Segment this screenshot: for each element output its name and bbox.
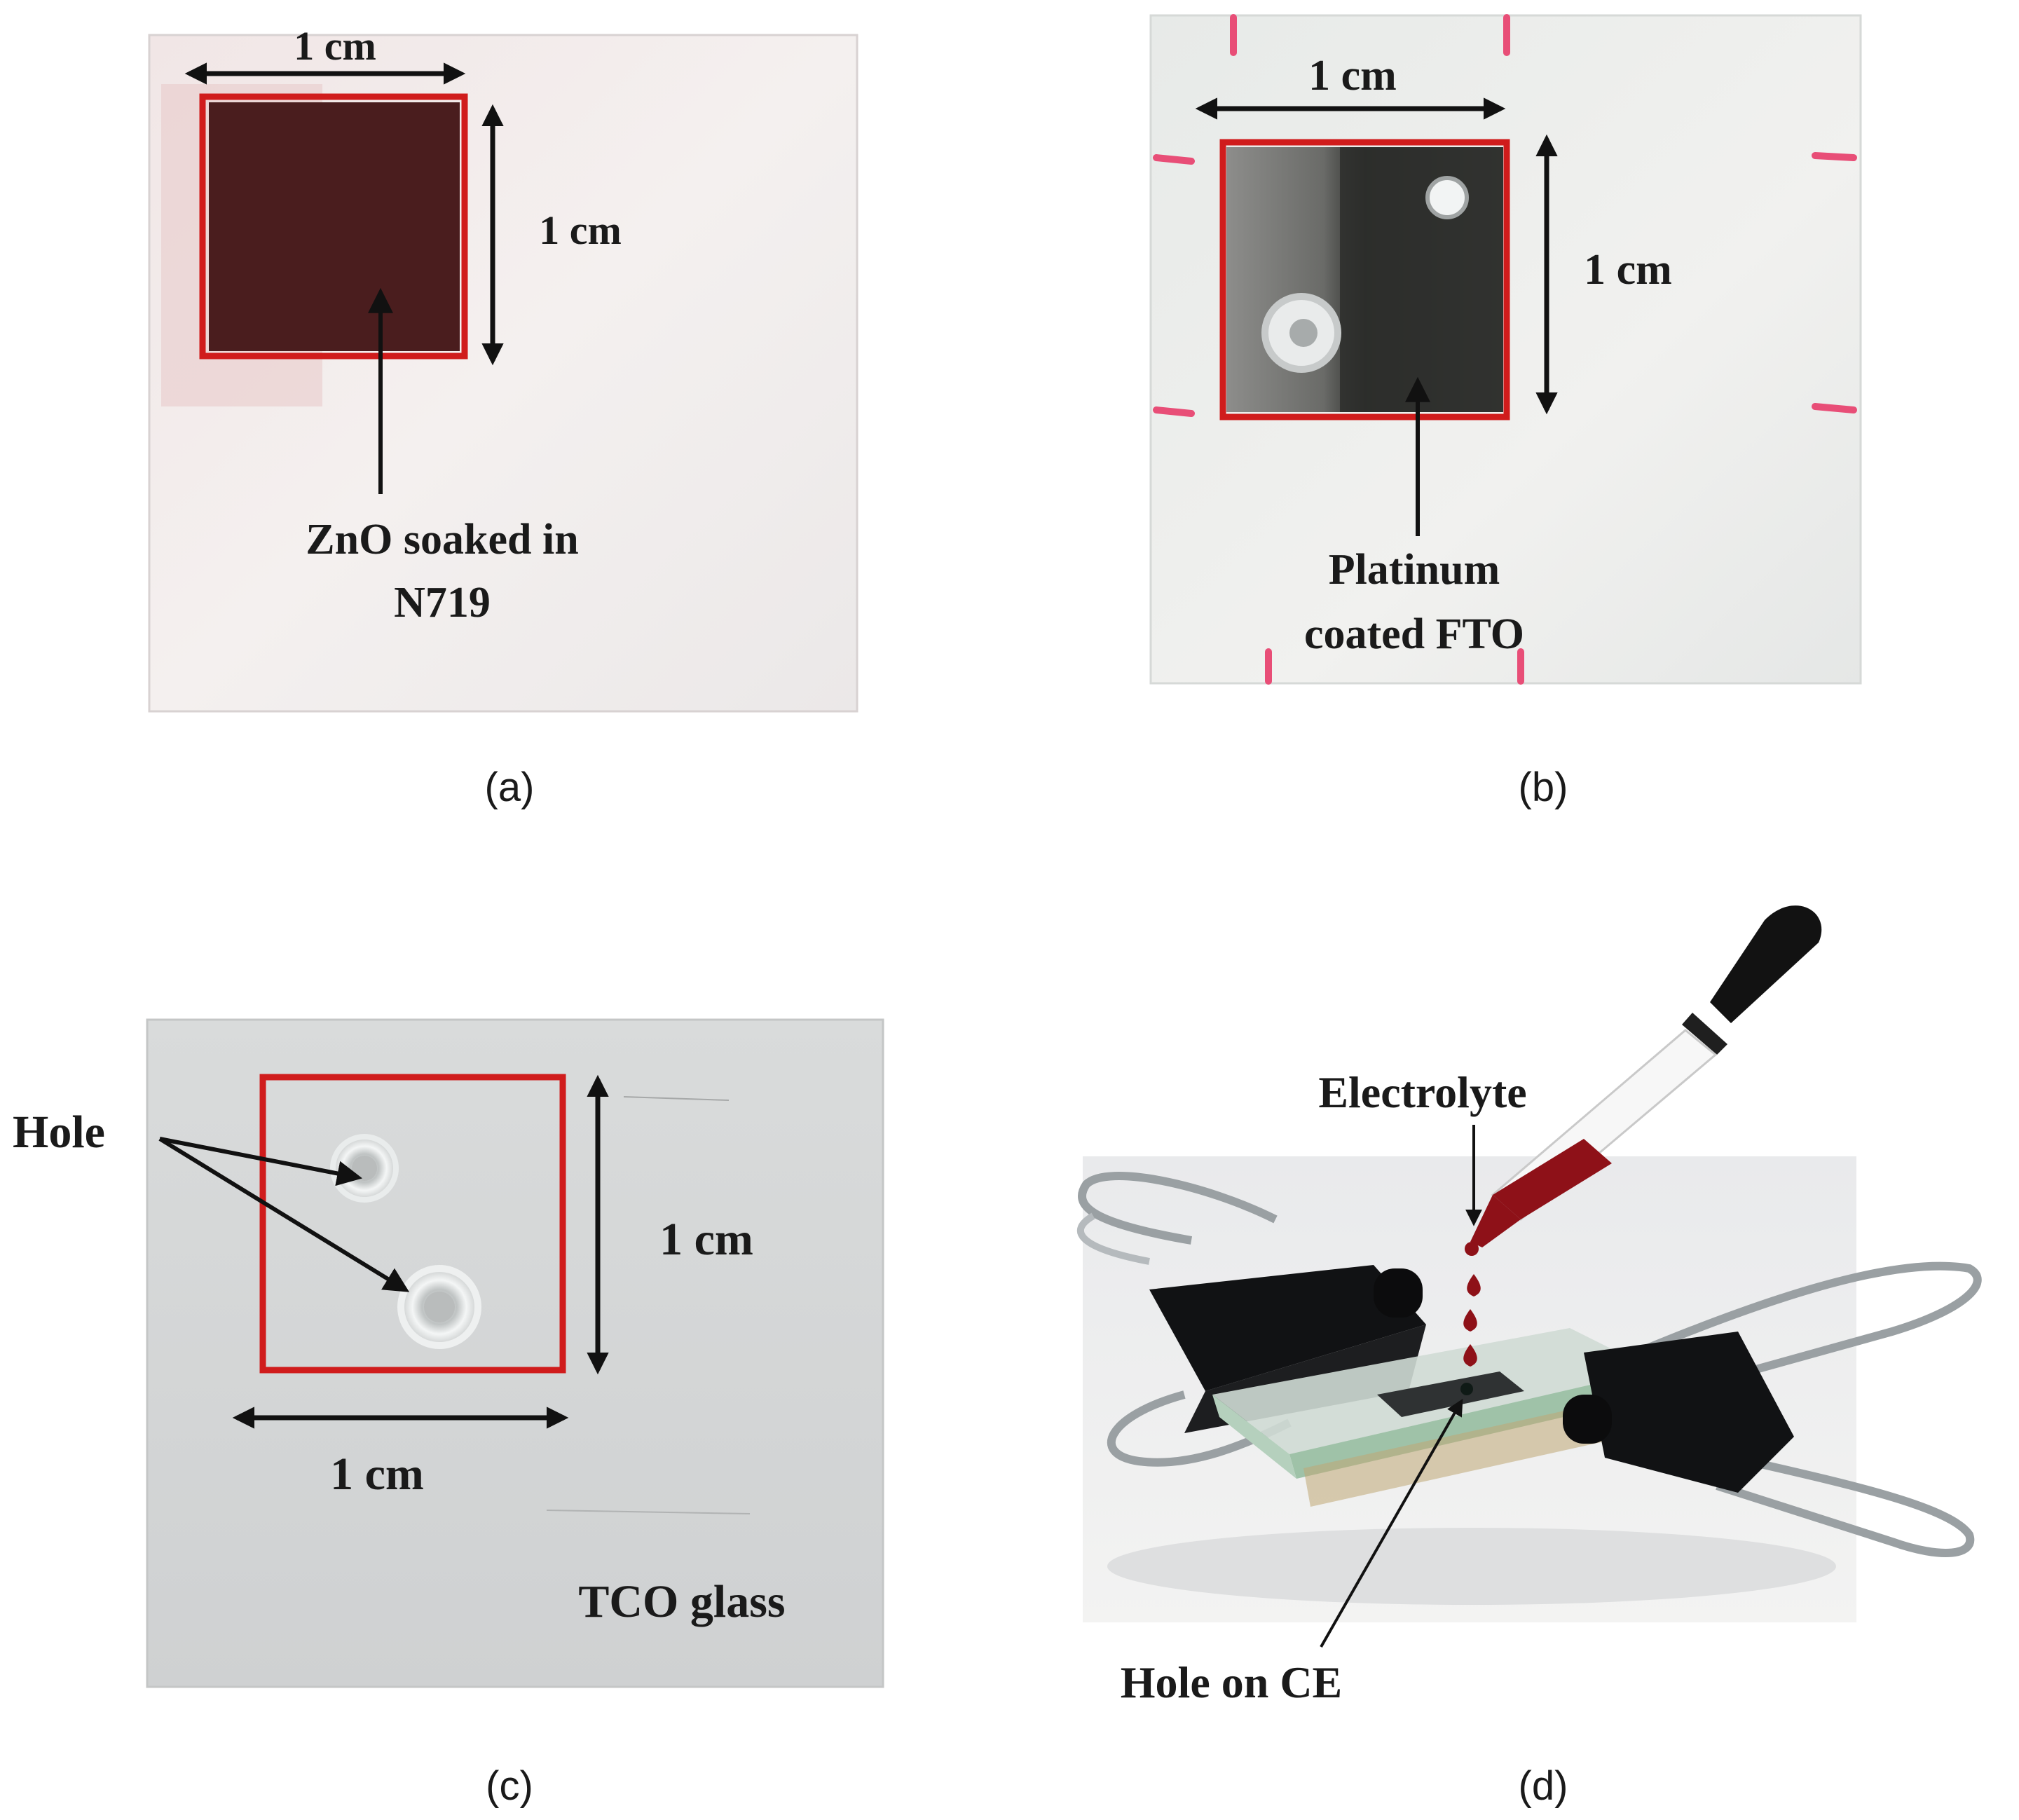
electrolyte-drops xyxy=(1463,1274,1481,1367)
annotation-n719: N719 xyxy=(394,579,491,627)
annotation-coated-fto: coated FTO xyxy=(1304,610,1524,658)
highlight-box-b xyxy=(1219,139,1510,420)
caption-c: (c) xyxy=(486,1763,533,1809)
highlight-box-a xyxy=(199,93,468,360)
pointer-arrow-hole-on-ce xyxy=(1320,1398,1463,1648)
binder-clip-right xyxy=(1563,1261,1982,1557)
hole-on-counter-electrode xyxy=(1460,1383,1473,1395)
hole-2-c-center xyxy=(424,1292,455,1322)
tco-glass-slide xyxy=(146,1018,884,1688)
dimension-label-horizontal: 1 cm xyxy=(294,23,376,69)
dimension-label-vertical: 1 cm xyxy=(1584,246,1672,294)
glass-scratch xyxy=(623,1096,730,1101)
panel-a: 1 cm 1 cm ZnO soaked in N719 (a) xyxy=(148,23,858,810)
dimension-label-horizontal: 1 cm xyxy=(330,1449,424,1500)
dimension-label-vertical: 1 cm xyxy=(659,1214,753,1265)
panel-d: Electrolyte Hole on CE (d) xyxy=(1077,905,1982,1809)
annotation-platinum: Platinum xyxy=(1329,546,1500,594)
panel-b: 1 cm 1 cm Platinum coated FTO (b) xyxy=(1149,14,1862,810)
annotation-hole: Hole xyxy=(13,1107,105,1158)
pink-guide-marks xyxy=(1153,14,1857,685)
dimension-label-horizontal: 1 cm xyxy=(1308,52,1397,100)
panel-c: Hole 1 cm 1 cm TCO glass (c) xyxy=(13,1018,884,1809)
glass-scratch-2 xyxy=(546,1510,751,1514)
pointer-arrow-hole-2 xyxy=(158,1137,410,1292)
pointer-arrow-hole-1 xyxy=(159,1137,363,1186)
hole-2-b-center xyxy=(1289,319,1318,347)
caption-a: (a) xyxy=(485,765,535,810)
caption-b: (b) xyxy=(1519,765,1568,810)
highlight-box-c xyxy=(259,1074,566,1374)
dropper-pipette xyxy=(1465,905,1822,1256)
hole-1-b xyxy=(1425,176,1469,219)
annotation-electrolyte: Electrolyte xyxy=(1318,1067,1526,1117)
annotation-zno: ZnO soaked in xyxy=(306,516,578,563)
table-shadow xyxy=(1107,1528,1836,1605)
annotation-tco-glass: TCO glass xyxy=(578,1576,785,1627)
dimension-label-vertical: 1 cm xyxy=(539,207,622,253)
zno-dye-film xyxy=(209,102,460,351)
platinum-dark-region xyxy=(1340,147,1503,412)
annotation-hole-on-ce: Hole on CE xyxy=(1121,1657,1342,1707)
caption-d: (d) xyxy=(1519,1763,1568,1809)
